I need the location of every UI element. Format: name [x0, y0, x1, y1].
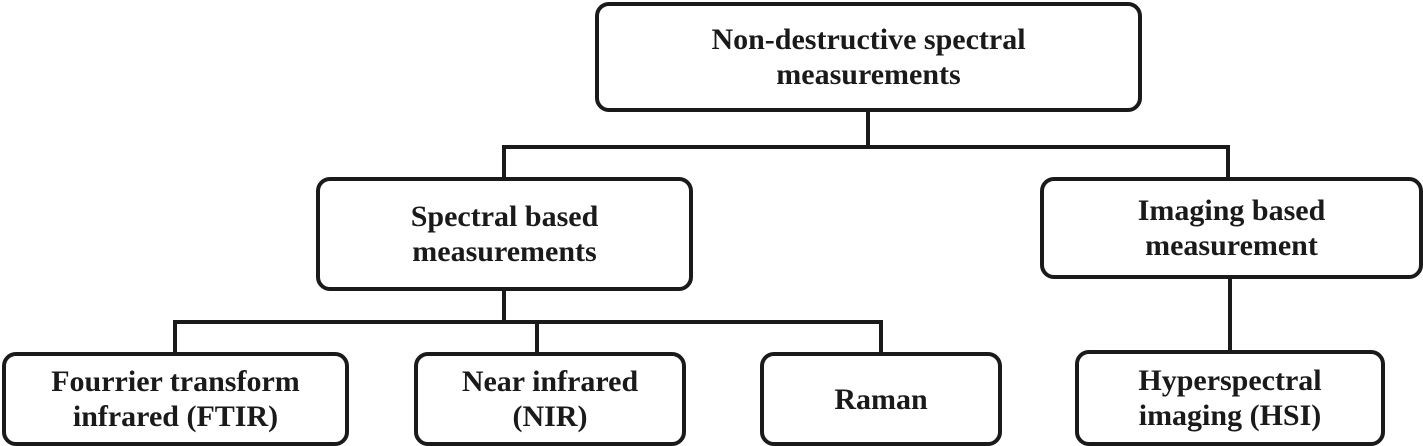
ftir-label-line2: infrared (FTIR) — [72, 400, 279, 433]
root-node: Non-destructive spectral measurements — [595, 2, 1142, 112]
hsi-label-line2: imaging (HSI) — [1138, 399, 1322, 432]
nir-node: Near infrared (NIR) — [414, 352, 686, 446]
root-label-line2: measurements — [776, 58, 961, 91]
nir-label-line2: (NIR) — [512, 400, 588, 433]
spectral-based-label-line2: measurements — [412, 235, 597, 268]
raman-node: Raman — [760, 352, 1002, 446]
imaging-based-node: Imaging based measurement — [1040, 177, 1423, 279]
ftir-node: Fourrier transform infrared (FTIR) — [2, 352, 349, 446]
hsi-label-line1: Hyperspectral — [1138, 364, 1322, 397]
imaging-based-label-line2: measurement — [1145, 229, 1318, 262]
nir-label-line1: Near infrared — [461, 365, 639, 398]
raman-label: Raman — [834, 382, 928, 416]
imaging-based-label-line1: Imaging based — [1137, 194, 1326, 227]
root-label-line1: Non-destructive spectral — [711, 23, 1026, 56]
ftir-label-line1: Fourrier transform — [51, 365, 300, 398]
hsi-node: Hyperspectral imaging (HSI) — [1075, 350, 1385, 446]
spectral-based-label-line1: Spectral based — [410, 200, 599, 233]
spectral-based-node: Spectral based measurements — [316, 177, 693, 291]
